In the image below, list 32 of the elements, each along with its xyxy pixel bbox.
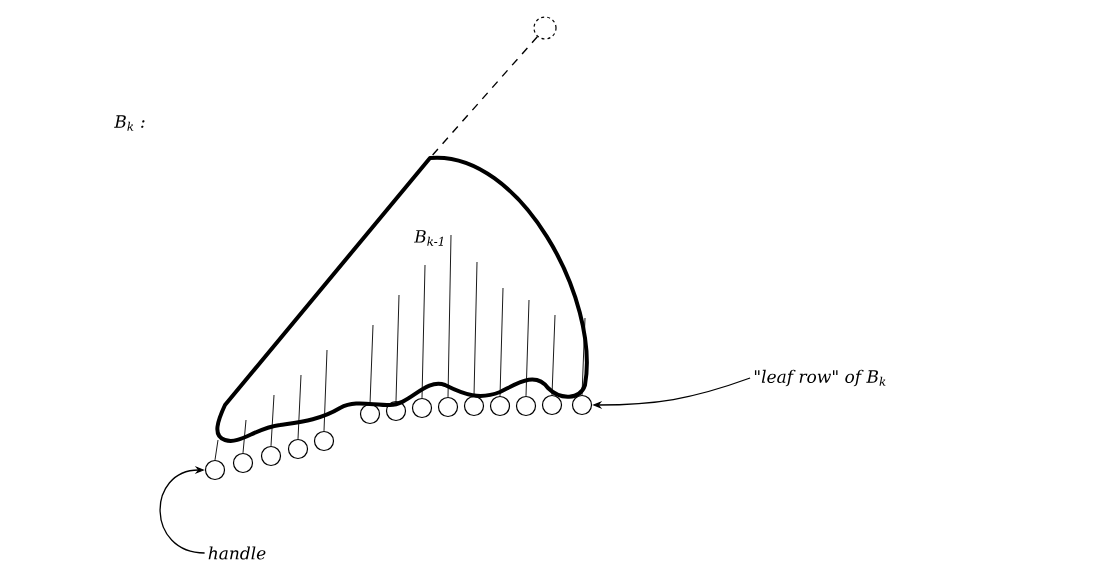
leaf-circle [260,445,282,467]
diagram-label: B$_{k}$ : [114,115,145,131]
leaf-circle [463,395,485,417]
leaf-circle [489,395,511,417]
leaf-circle [437,396,459,418]
annotation-text: "leaf row" of B$_{k}$ [754,369,886,387]
leaf-stem [369,324,374,405]
leaf-stem [473,261,478,397]
leaf-circle [232,452,254,474]
leaf-stem [525,299,530,397]
annotation-text: handle [208,546,266,560]
subtree-outline: B$_{k-1}$ [215,156,589,443]
leaf-circle [385,400,407,422]
leaf-circle [359,403,381,425]
leaf-stem [214,439,219,461]
leaf-circle [204,459,226,481]
leaf-stem [499,287,504,397]
dashed-circle [533,16,557,40]
curved-arrow [159,465,206,554]
leaf-circle [541,394,563,416]
leaf-circle [411,397,433,419]
leaf-circle [313,430,335,452]
leaf-stem [270,394,275,447]
leaf-stem [581,317,586,396]
leaf-circle [287,438,309,460]
leaf-stem [421,264,426,399]
leaf-stem [297,374,302,440]
leaf-stem [242,419,247,454]
leaf-circle [515,395,537,417]
leaf-circle [571,394,593,416]
leaf-stem [447,234,452,398]
leaf-stem [395,294,400,402]
